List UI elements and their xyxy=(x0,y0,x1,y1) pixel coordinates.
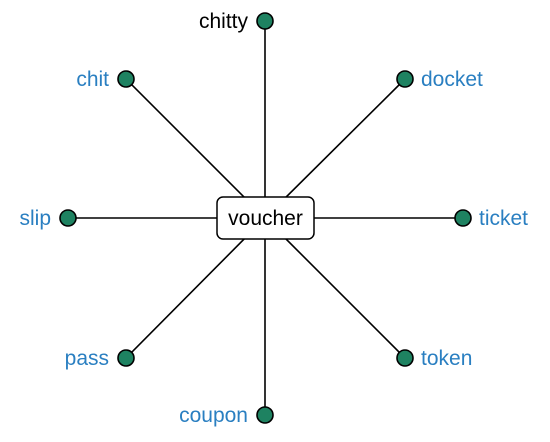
node-label-coupon[interactable]: coupon xyxy=(179,404,248,427)
node-dot-token[interactable] xyxy=(396,349,414,367)
edge-pass xyxy=(125,217,266,359)
node-dot-slip[interactable] xyxy=(59,209,77,227)
node-label-ticket[interactable]: ticket xyxy=(479,207,528,230)
node-slip[interactable]: slip xyxy=(19,207,77,230)
node-ticket[interactable]: ticket xyxy=(454,207,528,230)
node-label-pass[interactable]: pass xyxy=(65,347,109,370)
node-label-slip[interactable]: slip xyxy=(19,207,51,230)
edge-token xyxy=(264,217,406,359)
node-dot-pass[interactable] xyxy=(117,349,135,367)
node-label-token[interactable]: token xyxy=(421,347,472,370)
node-chit[interactable]: chit xyxy=(76,68,135,91)
node-dot-chit[interactable] xyxy=(117,70,135,88)
node-label-docket[interactable]: docket xyxy=(421,68,483,91)
center-label: voucher xyxy=(228,207,303,230)
node-chitty[interactable]: chitty xyxy=(199,10,274,33)
center-node[interactable]: voucher xyxy=(216,196,315,240)
node-docket[interactable]: docket xyxy=(396,68,483,91)
node-token[interactable]: token xyxy=(396,347,472,370)
node-dot-ticket[interactable] xyxy=(454,209,472,227)
node-dot-coupon[interactable] xyxy=(256,406,274,424)
node-pass[interactable]: pass xyxy=(65,347,135,370)
node-layer: chitty docket ticket token coupon pass slip chi… xyxy=(19,10,528,427)
node-label-chitty: chitty xyxy=(199,10,249,33)
edge-chit xyxy=(125,78,266,219)
node-dot-chitty[interactable] xyxy=(256,12,274,30)
node-label-chit[interactable]: chit xyxy=(76,68,109,91)
node-dot-docket[interactable] xyxy=(396,70,414,88)
node-coupon[interactable]: coupon xyxy=(179,404,274,427)
center-box xyxy=(216,196,315,240)
edge-docket xyxy=(264,78,406,219)
